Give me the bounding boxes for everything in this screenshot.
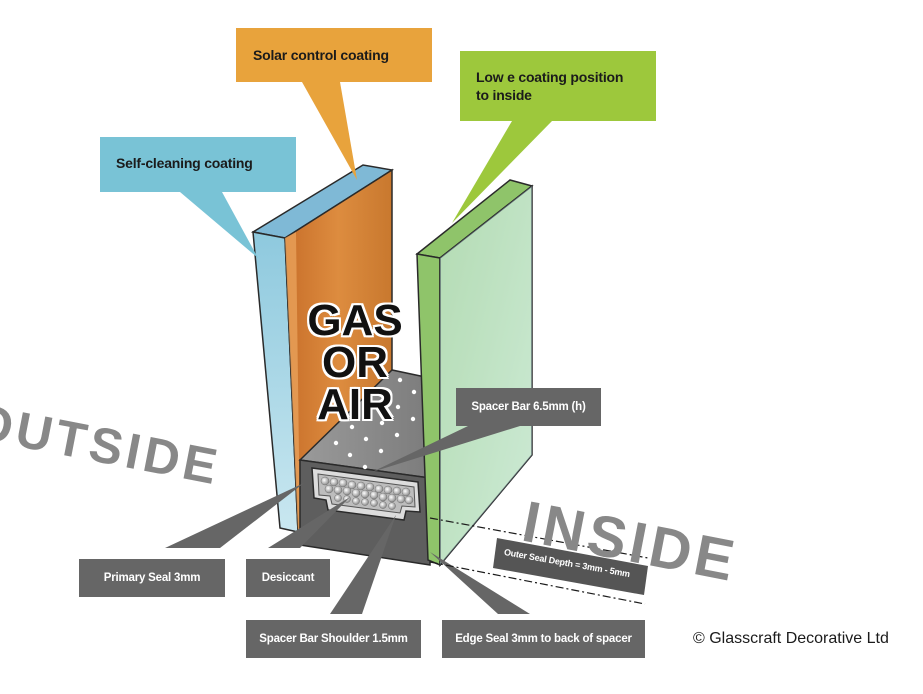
- copyright-text: © Glasscraft Decorative Ltd: [693, 630, 889, 647]
- desiccant-label: Desiccant: [246, 559, 330, 597]
- front-glass-pane: [415, 179, 534, 568]
- outer-seal-depth-guides: [429, 517, 649, 605]
- cavity-line-or: OR: [322, 338, 388, 387]
- self-cleaning-pointer: [180, 192, 258, 258]
- self-cleaning-callout-box: [100, 137, 296, 192]
- low-e-label: Low e coating position to inside: [476, 69, 624, 103]
- self-cleaning-label: Self-cleaning coating: [116, 155, 253, 171]
- solar-control-pointer: [302, 82, 357, 180]
- solar-control-label: Solar control coating: [253, 47, 389, 63]
- spacer-bar-label: Spacer Bar 6.5mm (h): [456, 388, 601, 426]
- cavity-line-air: AIR: [317, 380, 393, 429]
- desiccant-beads: [320, 476, 414, 510]
- cavity-gas-or-air-text: GAS OR AIR: [290, 296, 420, 429]
- primary-seal-label: Primary Seal 3mm: [79, 559, 225, 597]
- solar-control-callout-box: [236, 28, 432, 82]
- low-e-callout-box: [460, 51, 656, 121]
- spacer-shoulder-label: Spacer Bar Shoulder 1.5mm: [246, 620, 421, 658]
- cavity-line-gas: GAS: [307, 296, 403, 345]
- spacer-bar: [298, 369, 431, 566]
- label-pointers: [165, 426, 530, 614]
- low-e-pointer: [452, 121, 552, 223]
- edge-seal-label: Edge Seal 3mm to back of spacer: [442, 620, 645, 658]
- rear-glass-pane: [250, 164, 395, 535]
